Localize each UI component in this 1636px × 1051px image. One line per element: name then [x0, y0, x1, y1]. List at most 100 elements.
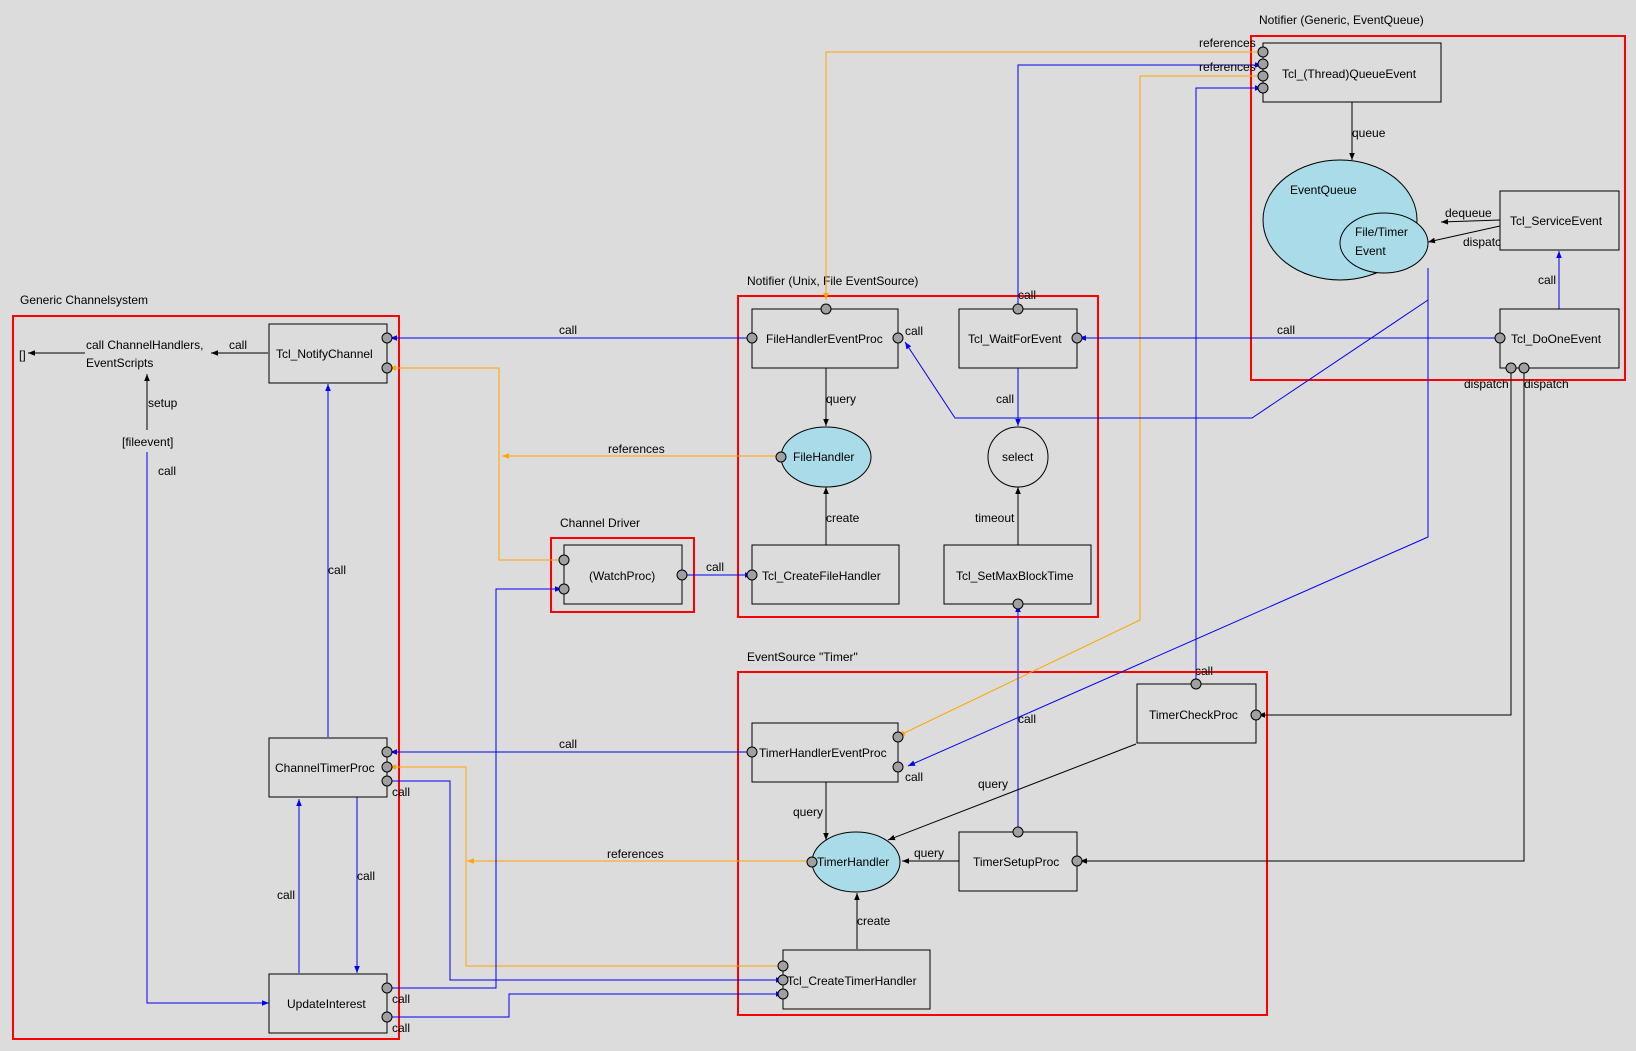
group-notifier-unix-title: Notifier (Unix, File EventSource) [747, 274, 918, 288]
node-brackets: [] [19, 348, 26, 362]
label-dispatch-2: dispatch [1524, 377, 1569, 391]
label-call-timersetup: call [1018, 712, 1036, 726]
label-call-channeltimer-left: call [277, 888, 295, 902]
label-call-notifychannel: call [559, 323, 577, 337]
node-tcl-queueevent-box [1262, 42, 1442, 103]
label-query-eventproc: query [793, 805, 823, 819]
edge-call-updateinterest-createtimer [389, 991, 783, 1018]
label-create-filehandler: create [826, 511, 860, 525]
node-tcl-notifychannel-box [268, 323, 388, 384]
label-create-timerhandler: create [857, 914, 891, 928]
node-file-timer-event-ellipse [1339, 212, 1429, 274]
label-call-notifychannel-up: call [328, 563, 346, 577]
label-call-ui-port2: call [392, 1021, 410, 1035]
node-timersetupproc: TimerSetupProc [973, 855, 1059, 869]
edge-references-filehandlereventproc [823, 51, 1263, 300]
edges [28, 51, 1562, 1018]
label-references-1: references [1199, 36, 1256, 50]
edge-call-waitforevent-queueevent [1017, 62, 1262, 308]
edge-labels: references references queue dequeue disp… [148, 36, 1569, 1035]
group-eventsource-timer [737, 671, 1268, 1016]
node-select: select [1002, 450, 1034, 464]
node-watchproc: (WatchProc) [589, 569, 655, 583]
label-call-service: call [1538, 273, 1556, 287]
group-notifier-generic-title: Notifier (Generic, EventQueue) [1259, 13, 1424, 27]
node-fileevent: [fileevent] [122, 435, 173, 449]
edge-references-timerhandlereventproc [897, 75, 1263, 737]
edge-dispatch-timerhandlereventproc [907, 268, 1429, 767]
label-call-channelhandlers: call [229, 338, 247, 352]
node-timerhandler: TimerHandler [817, 855, 889, 869]
label-call-ct-port: call [392, 785, 410, 799]
edge-references-watchproc-notifychannel [389, 365, 564, 561]
node-file-timer-event-line1: File/Timer [1355, 225, 1408, 239]
edge-dequeue [1440, 218, 1501, 225]
edge-dispatch-filehandlereventproc [904, 299, 1429, 419]
label-call-ui-port1: call [392, 992, 410, 1006]
label-query-filehandler: query [826, 392, 856, 406]
node-filehandler: FileHandler [793, 450, 854, 464]
node-channeltimerproc-box [268, 737, 388, 798]
node-tcl-createtimerhandler-box [782, 949, 931, 1010]
label-dispatch-service: dispatch [1463, 235, 1508, 249]
label-call-channeltimer-right: call [357, 869, 375, 883]
label-timeout: timeout [975, 511, 1015, 525]
node-tcl-setmaxblocktime: Tcl_SetMaxBlockTime [956, 569, 1074, 583]
node-filehandlereventproc: FileHandlerEventProc [766, 332, 883, 346]
node-updateinterest-box [268, 973, 388, 1034]
edge-dispatch-timersetup [1080, 368, 1525, 864]
node-tcl-queueevent: Tcl_(Thread)QueueEvent [1282, 67, 1417, 81]
label-call-fileevent: call [158, 464, 176, 478]
label-query-setup: query [914, 846, 944, 860]
edge-references-createtimerhandler-channeltimerproc [389, 764, 783, 967]
node-updateinterest: UpdateInterest [287, 997, 366, 1011]
group-generic-channelsystem [12, 315, 400, 1040]
node-tcl-waitforevent-box [958, 308, 1078, 369]
label-dispatch-1: dispatch [1464, 377, 1509, 391]
node-tcl-notifychannel: Tcl_NotifyChannel [276, 347, 373, 361]
node-tcl-dooneevent: Tcl_DoOneEvent [1511, 332, 1602, 346]
edge-call-updateinterest-watchproc [389, 586, 562, 989]
label-call-filehandlereventproc: call [905, 324, 923, 338]
node-tcl-serviceevent-box [1499, 190, 1620, 251]
node-tcl-serviceevent: Tcl_ServiceEvent [1510, 214, 1603, 228]
label-call-timerhandler: call [559, 737, 577, 751]
node-eventqueue: EventQueue [1290, 183, 1357, 197]
node-channeltimerproc: ChannelTimerProc [275, 761, 375, 775]
edge-query-timerhandler-from-check [887, 743, 1137, 841]
edge-dispatch-serviceevent [1427, 225, 1501, 244]
label-call-waitforevent-top: call [1018, 288, 1036, 302]
node-tcl-waitforevent: Tcl_WaitForEvent [968, 332, 1062, 346]
group-notifier-generic [1250, 35, 1626, 381]
edge-call-fileevent-updateinterest [146, 452, 269, 1006]
node-call-channelhandlers-line1: call ChannelHandlers, [86, 338, 203, 352]
label-query-check: query [978, 777, 1008, 791]
label-dequeue: dequeue [1445, 206, 1492, 220]
label-references-timerhandler: references [607, 847, 664, 861]
label-call-timerhandlereventproc: call [905, 770, 923, 784]
ports [381, 46, 1530, 1023]
group-eventsource-timer-title: EventSource "Timer" [747, 650, 858, 664]
edge-dispatch-timercheck [1258, 368, 1512, 718]
label-references-filehandler: references [608, 442, 665, 456]
edge-call-channeltimer-createtimer [389, 780, 783, 983]
node-select-circle [987, 426, 1049, 488]
node-tcl-createfilehandler-box [751, 544, 900, 605]
node-timerhandlereventproc: TimerHandlerEventProc [759, 746, 887, 760]
node-timercheckproc: TimerCheckProc [1149, 708, 1238, 722]
group-generic-channelsystem-title: Generic Channelsystem [20, 293, 148, 307]
node-timerhandlereventproc-box [751, 722, 899, 783]
node-file-timer-event-line2: Event [1355, 244, 1386, 258]
label-call-dooneevent: call [1277, 323, 1295, 337]
node-timersetupproc-box [958, 831, 1078, 892]
node-tcl-createfilehandler: Tcl_CreateFileHandler [762, 569, 881, 583]
label-call-timercheck: call [1195, 664, 1213, 678]
label-setup: setup [148, 396, 178, 410]
label-queue: queue [1352, 126, 1386, 140]
edge-call-timercheck-queueevent [1195, 85, 1262, 683]
label-call-watchproc: call [706, 560, 724, 574]
node-call-channelhandlers-line2: EventScripts [86, 356, 153, 370]
node-tcl-createtimerhandler: Tcl_CreateTimerHandler [787, 974, 917, 988]
group-channel-driver-title: Channel Driver [560, 516, 640, 530]
